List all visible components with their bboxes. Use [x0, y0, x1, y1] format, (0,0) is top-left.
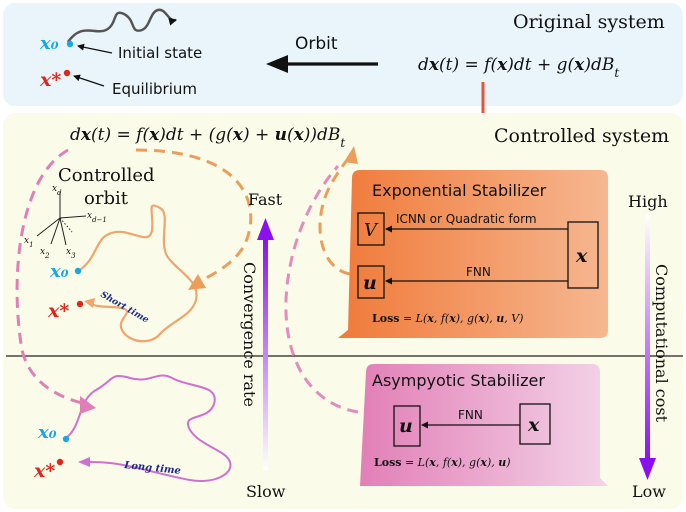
- asym-x-label: x: [527, 414, 540, 436]
- controlled-xstar-label-top: x*: [47, 300, 69, 322]
- controlled-xstar-label-bottom: x*: [33, 460, 55, 482]
- asym-title: Asympyotic Stabilizer: [372, 371, 545, 390]
- asymptotic-stabilizer: Asympyotic Stabilizer u x FNN Loss = L(x…: [360, 364, 608, 486]
- controlled-xstar-dot-bottom: [56, 458, 64, 466]
- exp-loss: Loss = L(x, f(x), g(x), u, V): [372, 312, 523, 325]
- dashed-pink-to-long-orbit: [15, 148, 87, 406]
- controlled-x0-dot-bottom: [62, 435, 70, 443]
- exp-u-label: u: [363, 272, 377, 294]
- original-system-title: Original system: [513, 11, 665, 33]
- exp-v-box: [357, 212, 385, 246]
- orbit-label: Orbit: [295, 34, 338, 54]
- exp-title: Exponential Stabilizer: [372, 181, 547, 200]
- long-time-orbit: [65, 374, 232, 482]
- cost-axis-bar: [645, 214, 650, 462]
- axis-label-x2: x2: [40, 247, 50, 260]
- cost-low-label: Low: [632, 482, 666, 501]
- original-xstar-label: x*: [39, 69, 61, 91]
- asym-u-box: [393, 405, 421, 447]
- original-x0-dot: [66, 40, 74, 48]
- controlled-system-title: Controlled system: [494, 125, 669, 147]
- axis-label-xd: xd: [52, 184, 62, 197]
- asym-arrow-label: FNN: [458, 408, 483, 422]
- axis-label-x1: x1: [24, 236, 34, 249]
- cost-high-label: High: [628, 192, 668, 211]
- cost-axis-arrowhead: [639, 458, 656, 480]
- original-orbit-curve: [66, 8, 177, 43]
- convergence-slow-label: Slow: [246, 482, 286, 501]
- cost-axis-label: Computational cost: [652, 264, 671, 423]
- exponential-stabilizer: Exponential Stabilizer V u x ICNN or Qua…: [338, 170, 608, 338]
- exp-top-arrow-label: ICNN or Quadratic form: [396, 212, 537, 226]
- exp-bottom-arrow-label: FNN: [466, 265, 491, 279]
- exp-v-label: V: [364, 220, 379, 241]
- initial-state-label: Initial state: [118, 44, 202, 62]
- controlled-orbit-label-2: orbit: [84, 188, 129, 209]
- short-time-orbit: [79, 204, 198, 343]
- convergence-axis-label: Convergence rate: [240, 262, 259, 407]
- original-system-panel: [3, 3, 683, 106]
- dashed-orange-to-orbit-head: [188, 274, 206, 290]
- controlled-x0-label-top: x₀: [49, 261, 69, 282]
- original-xstar-dot: [63, 69, 71, 77]
- controlled-x0-label-bottom: x₀: [37, 422, 57, 443]
- long-time-arrowhead: [78, 457, 90, 467]
- convergence-axis-arrowhead: [257, 218, 274, 240]
- dashed-orange-from-exp-head: [344, 146, 358, 164]
- controlled-orbit-label-1: Controlled: [58, 165, 155, 186]
- short-time-arrowhead: [84, 298, 95, 308]
- asym-x-box: [519, 403, 551, 445]
- equilibrium-pointer: [73, 74, 105, 87]
- convergence-fast-label: Fast: [248, 190, 283, 209]
- asym-u-label: u: [399, 415, 413, 437]
- exp-u-box: [357, 265, 385, 299]
- asym-loss: Loss = L(x, f(x), g(x), u): [374, 456, 511, 469]
- controlled-x0-dot-top: [74, 267, 82, 275]
- dashed-pink-from-asym: [284, 165, 359, 414]
- exp-x-box: [567, 221, 599, 289]
- axis-label-x3: x3: [66, 247, 76, 260]
- orbit-arrow-head: [266, 55, 288, 73]
- controlled-xstar-dot-top: [76, 300, 84, 308]
- equilibrium-label: Equilibrium: [112, 80, 197, 98]
- initial-state-pointer: [77, 43, 113, 54]
- convergence-axis-bar: [263, 238, 268, 470]
- coordinate-axes: [36, 192, 87, 246]
- dashed-orange-to-orbit: [135, 148, 253, 284]
- dashed-pink-to-long-orbit-head: [80, 396, 96, 414]
- dashed-orange-from-exp: [318, 155, 352, 276]
- original-x0-label: x₀: [39, 33, 59, 54]
- exp-x-label: x: [575, 245, 588, 267]
